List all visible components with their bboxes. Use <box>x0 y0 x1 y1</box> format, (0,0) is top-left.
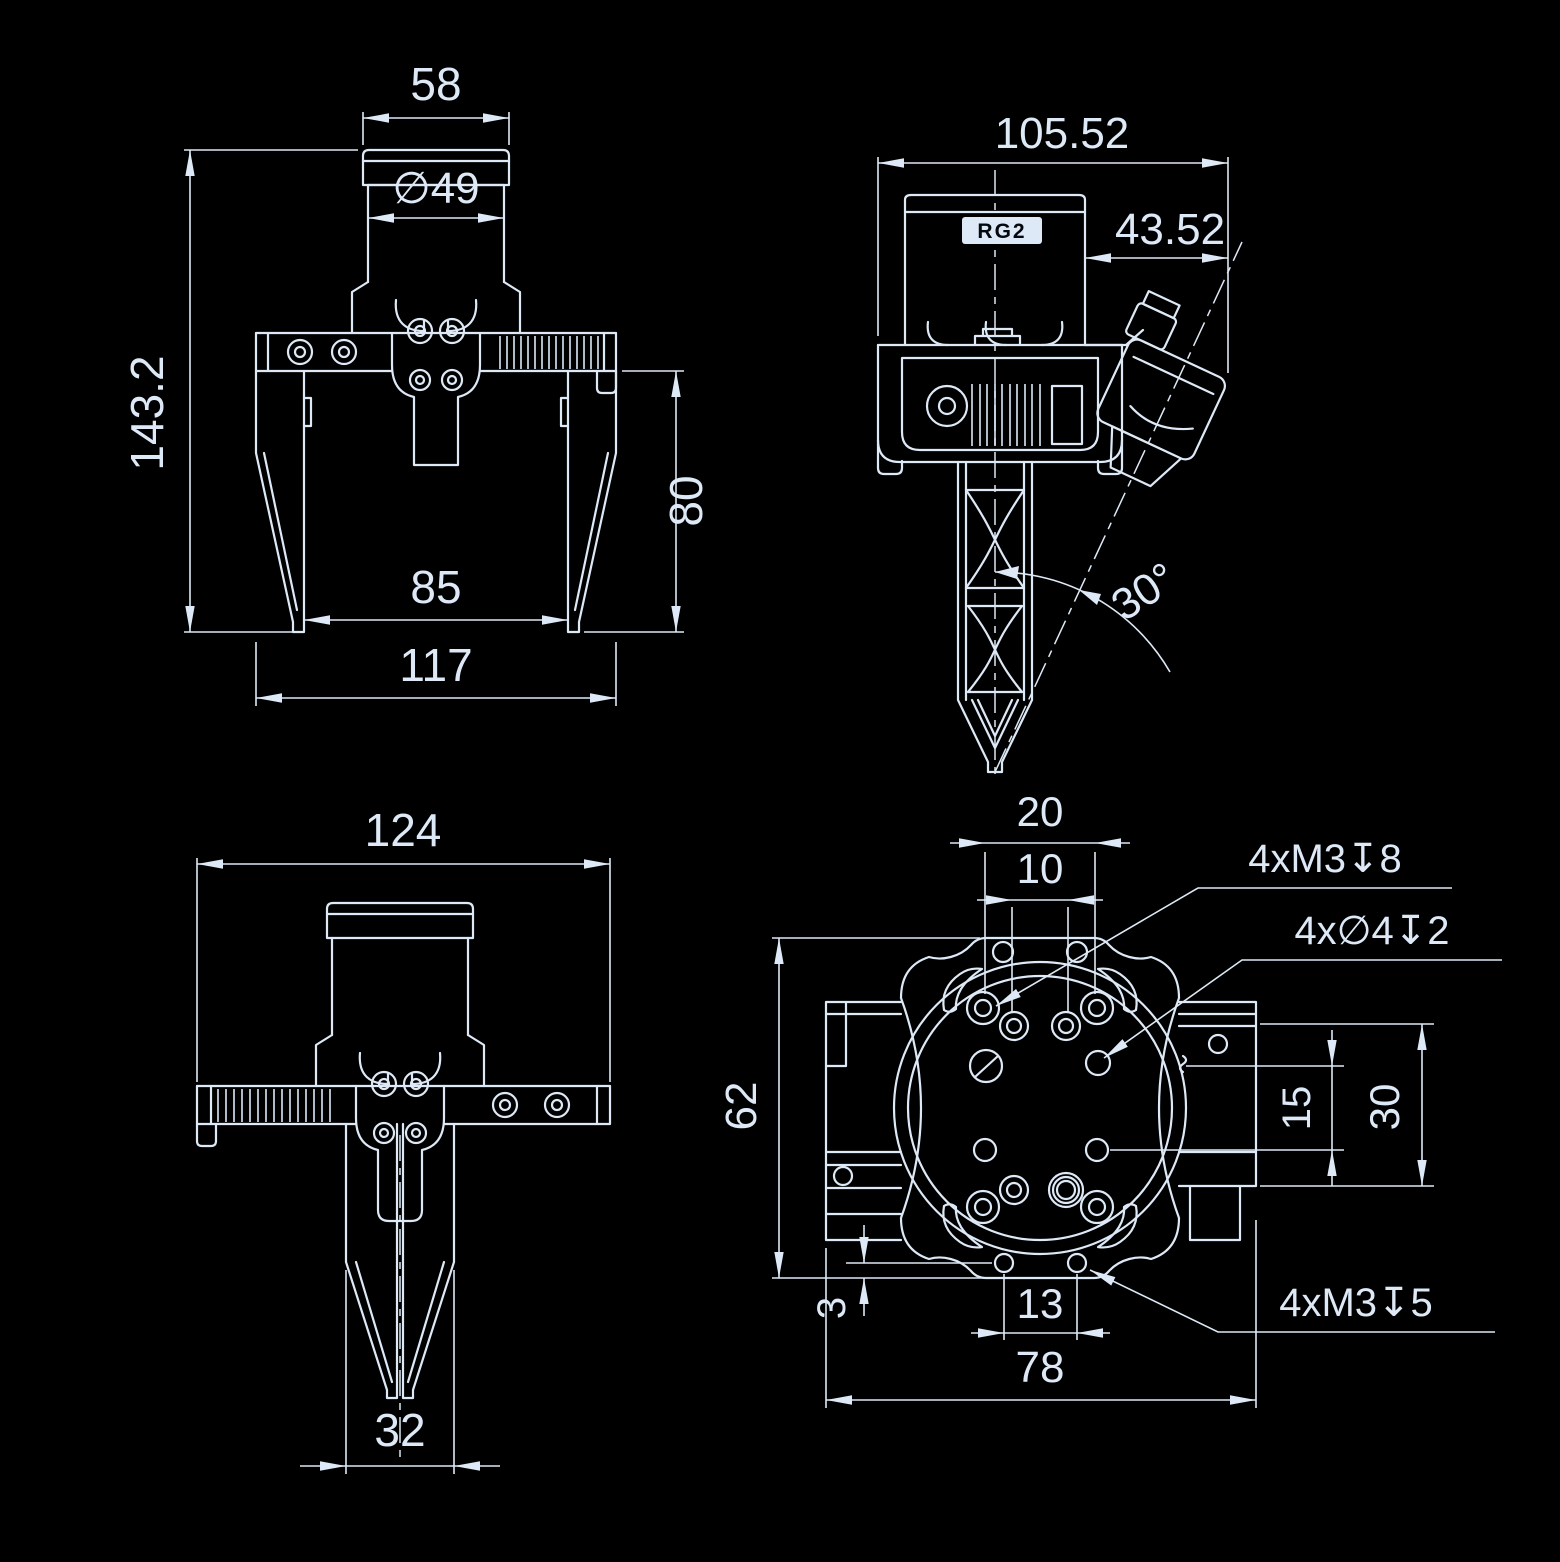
dim-text-80: 80 <box>660 475 712 526</box>
front-view-closed: 124 32 <box>195 804 612 1474</box>
dim-text-143: 143.2 <box>121 355 173 470</box>
dim-text-30deg: 30° <box>1103 553 1185 630</box>
dim-height-143: 143.2 <box>121 149 358 633</box>
label-text-m3x5: 4xM3↧5 <box>1279 1281 1433 1325</box>
dim-overall-width-78: 78 <box>825 1220 1257 1408</box>
dim-top-width-58: 58 <box>362 58 510 145</box>
dim-text-58: 58 <box>410 58 461 110</box>
quick-connector <box>1096 290 1226 488</box>
dim-text-117: 117 <box>399 639 472 691</box>
label-text-m3x8: 4xM3↧8 <box>1248 837 1402 881</box>
dim-overall-105: 105.52 <box>877 109 1229 373</box>
dim-connector-offset-43: 43.52 <box>1084 205 1228 332</box>
dim-pitch-10: 10 <box>977 845 1103 1012</box>
dim-inner-opening-85: 85 <box>304 561 568 625</box>
dim-overall-width-124: 124 <box>196 804 611 1082</box>
dim-text-78: 78 <box>1016 1343 1065 1392</box>
dim-text-32: 32 <box>374 1404 425 1456</box>
dim-text-43: 43.52 <box>1115 205 1225 254</box>
dim-text-124: 124 <box>365 804 442 856</box>
dim-outer-opening-117: 117 <box>255 639 617 706</box>
front-view-open: 58 ∅49 143.2 80 85 117 <box>121 58 712 706</box>
dim-finger-length-80: 80 <box>584 370 712 633</box>
mounting-flange-view: 20 10 62 15 30 <box>717 788 1502 1408</box>
label-tapped-holes-m3x5: 4xM3↧5 <box>1089 1269 1495 1333</box>
dim-step-15: 15 <box>1110 1030 1344 1186</box>
side-view: RG2 <box>876 109 1243 778</box>
dim-text-62: 62 <box>717 1082 766 1131</box>
label-tapped-holes-m3x8: 4xM3↧8 <box>995 837 1452 1007</box>
dim-flange-height-62: 62 <box>717 937 985 1279</box>
dim-text-49: ∅49 <box>392 164 479 213</box>
dim-pitch-20: 20 <box>950 788 1130 994</box>
dim-text-10: 10 <box>1017 845 1064 892</box>
logo-text: RG2 <box>977 220 1026 243</box>
dim-text-20: 20 <box>1017 788 1064 835</box>
dim-text-13: 13 <box>1017 1280 1064 1327</box>
dim-edge-offset-3: 3 <box>810 1225 992 1319</box>
brand-logo: RG2 <box>962 217 1042 244</box>
label-text-d4x2: 4x∅4↧2 <box>1294 909 1449 953</box>
dim-text-105: 105.52 <box>995 109 1130 158</box>
tilted-centerline <box>994 241 1243 773</box>
dim-diameter-49: ∅49 <box>368 164 504 223</box>
dim-text-15: 15 <box>1275 1086 1319 1131</box>
dim-text-85: 85 <box>410 561 461 613</box>
dim-pitch-13: 13 <box>971 1274 1110 1340</box>
dim-text-3: 3 <box>810 1297 854 1319</box>
dim-step-30: 30 <box>1260 1023 1434 1187</box>
label-dowel-holes-d4x2: 4x∅4↧2 <box>1103 909 1502 1059</box>
dim-tip-width-32: 32 <box>300 1270 500 1474</box>
dim-text-30: 30 <box>1361 1084 1408 1131</box>
